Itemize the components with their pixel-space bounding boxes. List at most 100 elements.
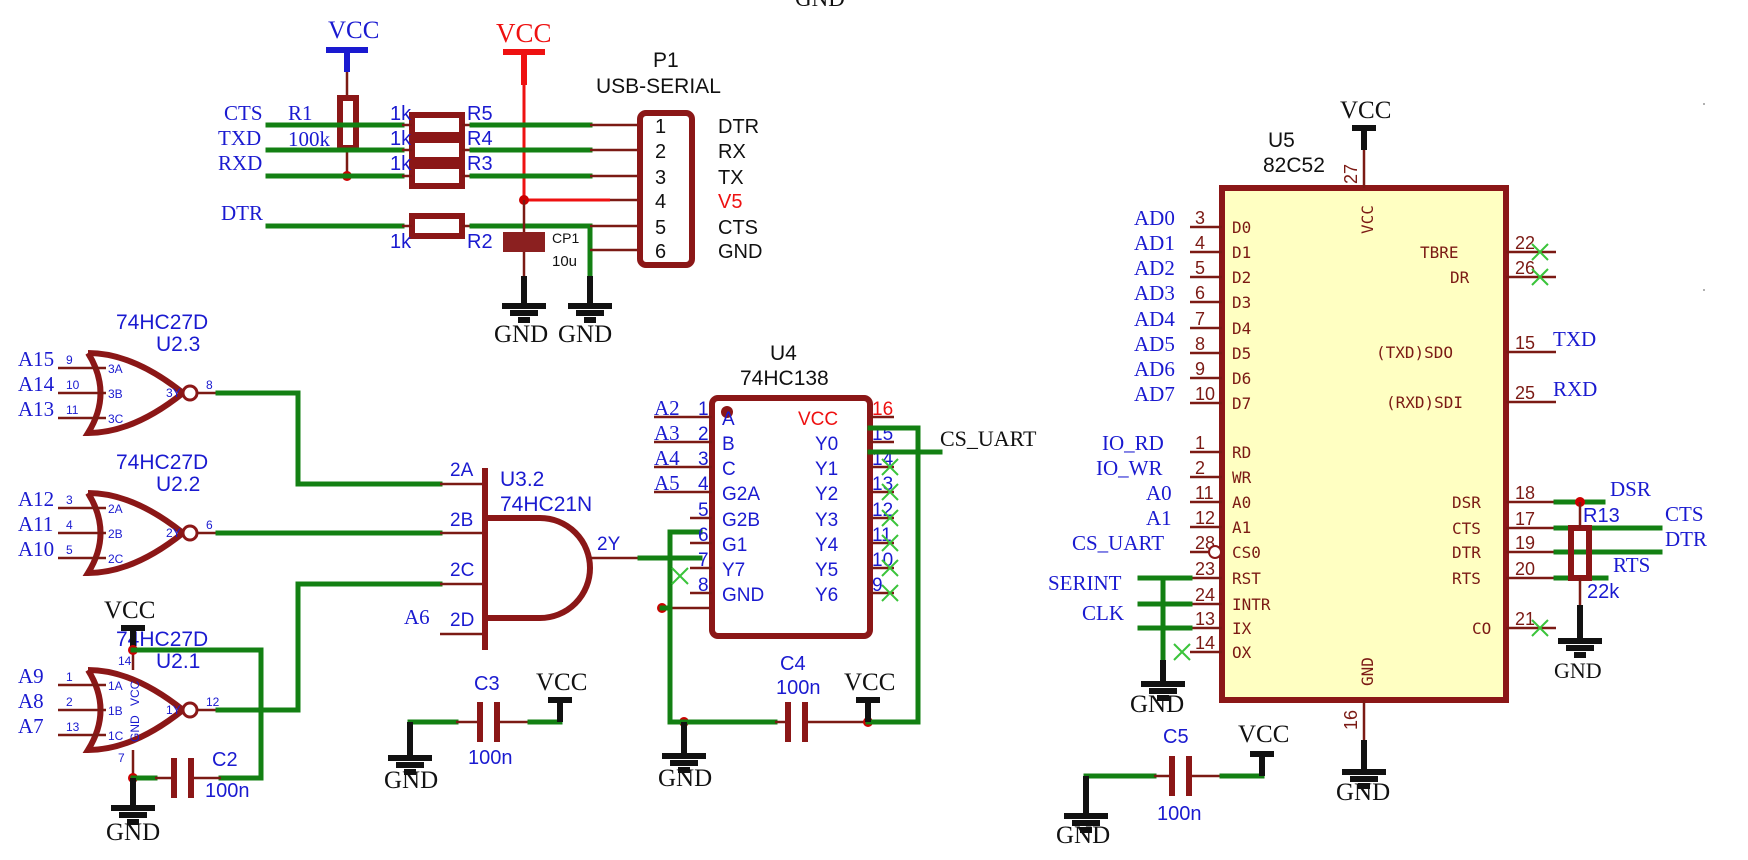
svg-text:21: 21	[1515, 609, 1535, 629]
svg-text:5: 5	[66, 543, 73, 557]
u5-input-net: SERINT	[1048, 571, 1122, 595]
svg-text:R13: R13	[1583, 505, 1620, 527]
svg-text:VCC: VCC	[844, 669, 895, 696]
nor-input-net: A10	[18, 537, 54, 561]
u5-input-net: A1	[1146, 506, 1172, 530]
nor-part: 74HC27D	[116, 311, 208, 334]
svg-text:VCC: VCC	[1238, 721, 1289, 748]
u5-pin-name: INTR	[1232, 595, 1271, 614]
svg-text:74HC138: 74HC138	[740, 367, 829, 390]
u4-output-name: Y1	[815, 459, 838, 480]
svg-text:GND: GND	[1554, 658, 1602, 683]
svg-text:2: 2	[1195, 458, 1205, 478]
svg-text:10u: 10u	[552, 253, 577, 270]
gnd-symbol	[1558, 625, 1602, 655]
svg-text:3: 3	[1195, 208, 1205, 228]
svg-text:22: 22	[1515, 233, 1535, 253]
top-gnd-label: GND	[795, 0, 845, 11]
svg-text:GND: GND	[128, 715, 142, 742]
u4-output-name: VCC	[798, 409, 838, 430]
svg-text:5: 5	[1195, 258, 1205, 278]
u5-pin-name: D5	[1232, 344, 1251, 363]
svg-text:GND: GND	[558, 321, 612, 348]
u4-output-name: Y0	[815, 434, 838, 455]
svg-text:8: 8	[206, 378, 213, 392]
svg-text:R5: R5	[467, 103, 493, 125]
svg-text:7: 7	[118, 751, 125, 765]
svg-text:VCC: VCC	[104, 597, 155, 624]
svg-text:P1: P1	[653, 49, 679, 72]
svg-text:6: 6	[206, 518, 213, 532]
svg-text:3B: 3B	[108, 387, 123, 401]
net-dtr-out: DTR	[1665, 527, 1707, 551]
u5-input-net: AD3	[1134, 281, 1175, 305]
u5-pin-name: CS0	[1232, 543, 1261, 562]
u5-input-net: AD6	[1134, 357, 1175, 381]
svg-text:1: 1	[1195, 433, 1205, 453]
svg-text:18: 18	[1515, 483, 1535, 503]
nor-input-net: A14	[18, 372, 55, 396]
gnd-symbol	[568, 290, 612, 320]
u5-pin-name: CO	[1472, 619, 1491, 638]
svg-text:7: 7	[1195, 309, 1205, 329]
u5-pin-name: D0	[1232, 218, 1251, 237]
svg-text:25: 25	[1515, 383, 1535, 403]
svg-text:10: 10	[66, 378, 80, 392]
p1-pin-name: GND	[718, 241, 762, 263]
net-dtr: DTR	[221, 201, 263, 225]
nor-input-net: A12	[18, 487, 54, 511]
svg-text:2A: 2A	[450, 460, 474, 481]
nor-part: 74HC27D	[116, 628, 208, 651]
u5-input-net: AD4	[1134, 307, 1175, 331]
u4-pin-name: G1	[722, 535, 747, 556]
svg-text:GND: GND	[106, 819, 160, 846]
svg-text:VCC: VCC	[536, 669, 587, 696]
p1-pin-number: 1	[655, 116, 666, 138]
u5-input-net: IO_RD	[1102, 431, 1164, 455]
svg-text:16: 16	[872, 399, 893, 420]
svg-text:12: 12	[1195, 508, 1215, 528]
net-txd: TXD	[218, 126, 261, 150]
u5-input-net: CS_UART	[1072, 531, 1164, 555]
svg-text:GND: GND	[494, 321, 548, 348]
c5-ref: C5	[1163, 726, 1189, 748]
usb-serial-section: VCC VCC R1 100k CTS TXD RXD DTR	[218, 17, 762, 348]
svg-text:20: 20	[1515, 559, 1535, 579]
svg-text:1k: 1k	[390, 128, 412, 150]
capacitor-cp1	[503, 232, 545, 252]
svg-text:GND: GND	[384, 767, 438, 794]
p1-pin-number: 6	[655, 241, 666, 263]
r1-value: 100k	[288, 127, 331, 151]
svg-text:15: 15	[1515, 333, 1535, 353]
c3-ref: C3	[474, 673, 500, 695]
svg-text:5: 5	[698, 500, 709, 521]
nor-part: 74HC27D	[116, 451, 208, 474]
u4-output-name: Y5	[815, 560, 838, 581]
u5-pin-name: D3	[1232, 293, 1251, 312]
u4-pin-name: G2A	[722, 484, 760, 505]
u5-input-net: AD5	[1134, 332, 1175, 356]
svg-text:1: 1	[66, 670, 73, 684]
u4-output-name: Y3	[815, 510, 838, 531]
svg-text:1C: 1C	[108, 729, 124, 743]
c5-value: 100n	[1157, 803, 1202, 825]
u5-pin-name: D6	[1232, 369, 1251, 388]
svg-text:2C: 2C	[450, 560, 474, 581]
u5-input-net: AD1	[1134, 231, 1175, 255]
u5-pin-name: TBRE	[1420, 243, 1459, 262]
svg-text:10: 10	[1195, 384, 1215, 404]
u5-input-net: AD0	[1134, 206, 1175, 230]
resistor-r5	[409, 112, 465, 138]
svg-text:7: 7	[698, 550, 709, 571]
u5-pin-name: WR	[1232, 468, 1252, 487]
svg-text:14: 14	[118, 654, 132, 668]
u5-pin-name: RST	[1232, 569, 1261, 588]
u4-pin-name: B	[722, 434, 735, 455]
svg-text:U3.2: U3.2	[500, 468, 544, 491]
svg-text:VCC: VCC	[328, 17, 379, 44]
u5-pin-name: CTS	[1452, 519, 1481, 538]
p1-pin-name: RX	[718, 141, 746, 163]
